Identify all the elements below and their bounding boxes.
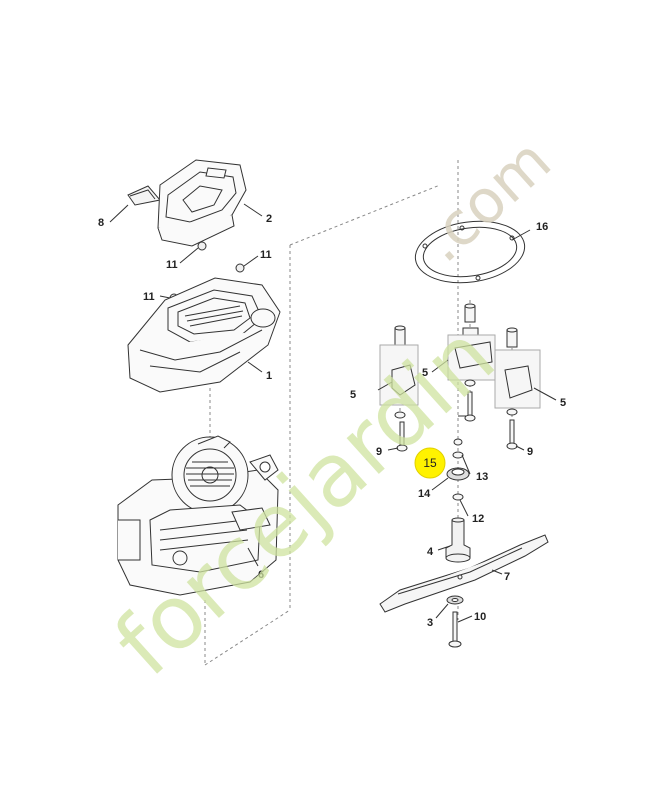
callout-5-left: 5 bbox=[350, 389, 356, 401]
callout-2: 2 bbox=[266, 213, 272, 225]
part-3-washer bbox=[446, 595, 464, 605]
callout-11-right: 11 bbox=[260, 249, 272, 261]
watermark-suffix: .com bbox=[408, 126, 564, 277]
part-14-hub bbox=[446, 467, 470, 481]
part-4-blade-adapter bbox=[445, 517, 471, 563]
leader-lines bbox=[109, 203, 557, 623]
callout-4: 4 bbox=[427, 546, 434, 558]
callout-11-top: 11 bbox=[166, 259, 178, 271]
callout-3: 3 bbox=[427, 617, 433, 629]
callout-10: 10 bbox=[474, 611, 486, 623]
part-6-engine bbox=[117, 435, 279, 596]
callout-1: 1 bbox=[266, 370, 272, 382]
callout-6: 6 bbox=[258, 569, 264, 581]
highlight-circle bbox=[414, 447, 446, 479]
part-5-spacer-center bbox=[447, 303, 496, 387]
callout-labels: 1 2 3 4 5 5 5 6 7 8 9 9 10 11 11 11 12 1… bbox=[98, 213, 566, 629]
callout-9-right: 9 bbox=[527, 446, 533, 458]
callout-15: 15 bbox=[423, 456, 437, 470]
callout-11-left: 11 bbox=[143, 291, 155, 303]
callout-8: 8 bbox=[98, 217, 104, 229]
callout-12: 12 bbox=[472, 513, 484, 525]
callout-13: 13 bbox=[476, 471, 488, 483]
part-5-spacer-left bbox=[379, 325, 419, 419]
part-2-top-shroud bbox=[157, 159, 247, 247]
part-13-key bbox=[452, 438, 464, 459]
part-16-gasket-ring bbox=[414, 220, 526, 284]
callout-14: 14 bbox=[418, 488, 431, 500]
part-7-blade bbox=[379, 534, 549, 613]
part-10-bolt bbox=[448, 611, 462, 648]
part-5-spacer-right bbox=[494, 327, 541, 416]
callout-5-right: 5 bbox=[560, 397, 566, 409]
callout-5-center: 5 bbox=[422, 367, 428, 379]
highlight-callout-15: 15 bbox=[414, 447, 446, 479]
callout-9-left: 9 bbox=[376, 446, 382, 458]
part-1-engine-hood bbox=[127, 277, 281, 393]
callout-16: 16 bbox=[536, 221, 548, 233]
part-8-cover bbox=[127, 185, 161, 206]
callout-7: 7 bbox=[504, 571, 510, 583]
part-12-washer bbox=[452, 493, 464, 501]
